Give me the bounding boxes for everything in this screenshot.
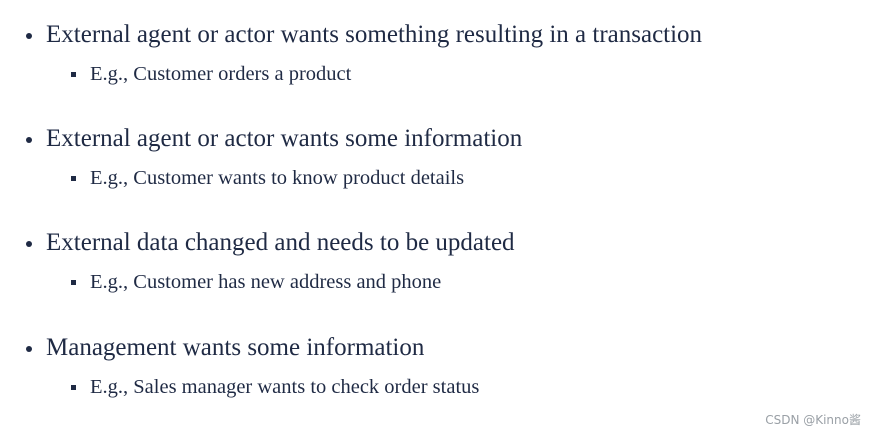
- sub-bullet-text: E.g., Customer orders a product: [90, 63, 352, 85]
- bullet-text: Management wants some information: [46, 334, 425, 361]
- sub-bullet-square-icon: [71, 385, 76, 390]
- bullet-dot-icon: [26, 33, 32, 39]
- sub-bullet-row: E.g., Customer orders a product: [0, 60, 877, 88]
- bullet-text: External agent or actor wants some infor…: [46, 125, 523, 152]
- sub-bullet-square-icon: [71, 176, 76, 181]
- sub-bullet-row: E.g., Sales manager wants to check order…: [0, 373, 877, 401]
- watermark: CSDN @Kinno酱: [765, 413, 861, 427]
- bullet-row: External agent or actor wants something …: [0, 18, 877, 52]
- sub-bullet-square-icon: [71, 72, 76, 77]
- bullet-row: External data changed and needs to be up…: [0, 226, 877, 260]
- bullet-text: External data changed and needs to be up…: [46, 229, 515, 256]
- bullet-row: External agent or actor wants some infor…: [0, 122, 877, 156]
- bullet-row: Management wants some information: [0, 331, 877, 365]
- sub-bullet-row: E.g., Customer has new address and phone: [0, 268, 877, 296]
- bullet-text: External agent or actor wants something …: [46, 21, 703, 48]
- sub-bullet-text: E.g., Sales manager wants to check order…: [90, 376, 480, 398]
- bullet-dot-icon: [26, 137, 32, 143]
- bullet-dot-icon: [26, 241, 32, 247]
- bullet-dot-icon: [26, 346, 32, 352]
- sub-bullet-text: E.g., Customer wants to know product det…: [90, 167, 465, 189]
- sub-bullet-square-icon: [71, 280, 76, 285]
- sub-bullet-text: E.g., Customer has new address and phone: [90, 271, 442, 293]
- sub-bullet-row: E.g., Customer wants to know product det…: [0, 164, 877, 192]
